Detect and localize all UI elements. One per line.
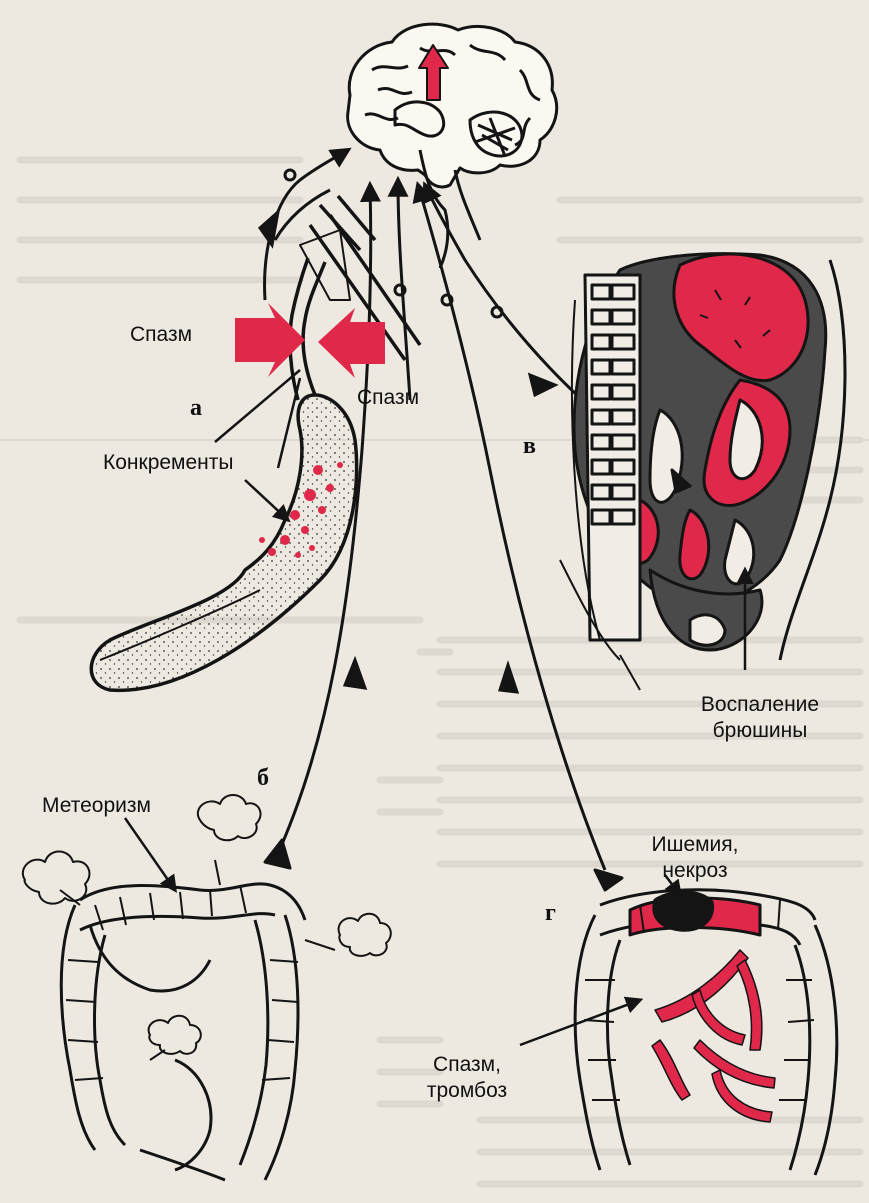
panel-letter-b: б — [257, 765, 269, 792]
label-ischemia-line-2: некроз — [640, 858, 750, 884]
panel-letter-g: г — [545, 900, 556, 927]
label-peritonitis-line-1: Воспаление — [690, 692, 830, 718]
label-meteorism: Метеоризм — [42, 793, 151, 819]
label-spasm-thrombosis: Спазм, тромбоз — [412, 1052, 522, 1104]
label-ischemia-line-1: Ишемия, — [640, 832, 750, 858]
label-spasm-thrombosis-line-1: Спазм, — [412, 1052, 522, 1078]
spine — [585, 275, 640, 640]
label-peritonitis-line-2: брюшины — [690, 718, 830, 744]
label-spasm-gallbladder: Спазм — [130, 322, 192, 348]
panel-letter-a: а — [190, 395, 202, 422]
label-spasm-center: Спазм — [357, 385, 419, 411]
label-peritonitis: Воспаление брюшины — [690, 692, 830, 744]
label-concrements: Конкременты — [103, 450, 233, 476]
label-ischemia-necrosis: Ишемия, некроз — [640, 832, 750, 884]
label-spasm-thrombosis-line-2: тромбоз — [412, 1078, 522, 1104]
panel-letter-v: в — [523, 433, 536, 460]
